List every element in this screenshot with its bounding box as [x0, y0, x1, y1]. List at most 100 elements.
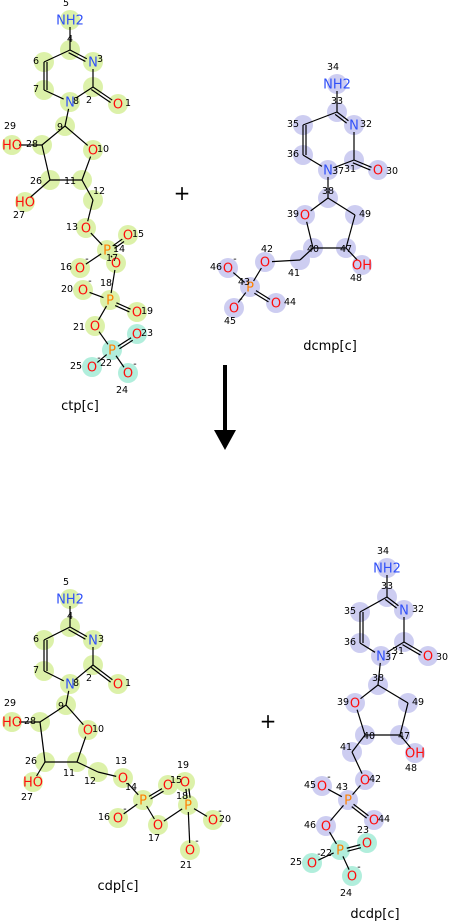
- cdp-bond-17-18: [163, 808, 183, 822]
- ctp-atom-1-symbol: O: [113, 98, 123, 113]
- bonds: [19, 27, 423, 870]
- dcmp-name: dcmp[c]: [303, 339, 357, 354]
- ctp-atom-14-symbol: P: [103, 244, 111, 259]
- ctp-atom-5-highlight: [60, 10, 80, 30]
- ctp-atom-23-symbol: O: [132, 328, 142, 343]
- dcmp-bond-42-43: [253, 267, 262, 282]
- cdp-bond-28-9: [39, 704, 67, 723]
- dcdp-atom-24-highlight: [342, 866, 362, 886]
- dcdp-bond-22-24: [342, 856, 350, 870]
- dcmp-atom-32-number: 32: [360, 119, 372, 130]
- ctp-atom-9-number: 9: [57, 122, 63, 133]
- ctp-bond-14-17: [110, 255, 113, 258]
- dcdp-atom-43-symbol: P: [344, 794, 352, 809]
- ctp-bond-22-23: [117, 337, 132, 347]
- dcmp-bond-39-40: [306, 221, 314, 249]
- cdp-atom-14-symbol: P: [139, 794, 147, 809]
- dcmp-atom-30-symbol: O: [373, 164, 383, 179]
- cdp-bond-11-12: [76, 761, 99, 773]
- cdp-atom-29-symbol: HO: [2, 716, 22, 731]
- dcmp-atom-44-highlight: [266, 293, 286, 313]
- cdp-bond-13-14: [127, 782, 139, 796]
- ctp-bond-4-3: [69, 49, 88, 60]
- dcmp-atom-43-symbol: P: [246, 281, 254, 296]
- cdp-atom-3-highlight: [83, 630, 103, 650]
- dcdp-bond-41-42: [351, 751, 363, 774]
- ctp-atom-21-symbol: O: [90, 320, 100, 335]
- ctp-bond-9-10: [64, 125, 89, 146]
- ctp-bond-8-9: [64, 108, 70, 127]
- cdp-bond-18-19: [185, 788, 188, 799]
- dcdp-bond-43-45: [327, 788, 343, 798]
- ctp-atom-20-symbol: O: [78, 284, 88, 299]
- dcdp-atom-40-number: 40: [363, 731, 375, 742]
- ctp-atom-13-number: 13: [66, 222, 78, 233]
- dcmp-bond-37-36: [302, 154, 323, 167]
- cdp-atom-13-number: 13: [115, 756, 127, 767]
- cdp-atom-20-charge: -: [218, 806, 221, 817]
- dcmp-atom-37-number: 37: [332, 166, 344, 177]
- dcdp-atom-25-charge: -: [317, 849, 320, 860]
- cdp-atom-14-number: 14: [125, 782, 137, 793]
- cdp-atom-11-number: 11: [63, 768, 75, 779]
- cdp-bond-26-28: [39, 721, 46, 763]
- dcmp-atom-45-number: 45: [224, 316, 236, 327]
- dcmp-atom-49-number: 49: [359, 209, 371, 220]
- cdp-bond-8-9: [65, 690, 70, 706]
- dcdp-atom-22-highlight: [330, 840, 350, 860]
- dcdp-bond-35-33: [359, 596, 388, 613]
- ctp-bond-6-4: [43, 49, 71, 63]
- dcdp-atom-22-symbol: P: [336, 844, 344, 859]
- dcdp-bond-22-23-double: [347, 847, 362, 852]
- ctp-atom-27-number: 27: [13, 210, 25, 221]
- cdp-atom-16-symbol: O: [113, 812, 123, 827]
- ctp-atom-29-symbol: HO: [2, 139, 22, 154]
- ctp-molecule: [19, 27, 134, 368]
- dcmp-atom-36-number: 36: [287, 149, 299, 160]
- dcdp-atom-23-number: 23: [357, 825, 369, 836]
- cdp-atom-17-symbol: O: [153, 819, 163, 834]
- ctp-atom-29-number: 29: [4, 121, 16, 132]
- dcmp-atom-40-number: 40: [307, 244, 319, 255]
- dcmp-bond-38-39: [310, 197, 329, 212]
- dcmp-bond-43-46: [232, 272, 246, 283]
- dcmp-bond-31-30-double: [352, 162, 371, 171]
- dcdp-atom-48-highlight: [405, 743, 425, 763]
- ctp-atom-16-number: 16: [60, 262, 72, 273]
- dcdp-molecule: [318, 575, 423, 870]
- ctp-bond-13-14: [90, 232, 103, 246]
- cdp-atom-19-highlight: [175, 772, 195, 792]
- cdp-atom-21-symbol: O: [185, 844, 195, 859]
- cdp-atom-19-number: 19: [177, 760, 189, 771]
- ctp-atom-25-charge: -: [97, 353, 100, 364]
- ctp-bond-12-13: [87, 199, 94, 222]
- ctp-atom-19-highlight: [127, 302, 147, 322]
- ctp-atom-17-symbol: O: [111, 257, 121, 272]
- cdp-atom-20-symbol: O: [208, 814, 218, 829]
- dcdp-bond-40-41: [351, 734, 366, 753]
- dcdp-atom-30-highlight: [418, 646, 438, 666]
- cdp-atom-8-symbol: N: [65, 678, 75, 693]
- ctp-atom-2-number: 2: [86, 95, 92, 106]
- dcmp-bond-33-32: [336, 111, 349, 122]
- ctp-bond-22-25: [96, 354, 108, 363]
- dcdp-bond-43-44-double: [351, 806, 367, 819]
- ctp-atom-10-number: 10: [97, 144, 109, 155]
- ctp-bond-4-3-double: [68, 52, 86, 62]
- cdp-atom-19-symbol: O: [180, 776, 190, 791]
- ctp-atom-8-highlight: [60, 92, 80, 112]
- cdp-atom-16-highlight: [108, 808, 128, 828]
- ctp-bond-22-23-double: [119, 339, 134, 350]
- dcdp-atom-25-number: 25: [290, 857, 302, 868]
- dcdp-atom-42-symbol: O: [360, 774, 370, 789]
- dcmp-atom-42-number: 42: [261, 244, 273, 255]
- ctp-atom-12-number: 12: [93, 186, 105, 197]
- ctp-atom-21-highlight: [85, 316, 105, 336]
- dcdp-atom-22-number: 22: [320, 848, 332, 859]
- cdp-bond-9-10: [65, 704, 84, 726]
- plus-sign-1: +: [174, 181, 191, 205]
- dcdp-atom-23-highlight: [357, 833, 377, 853]
- ctp-atom-23-number: 23: [141, 328, 153, 339]
- cdp-atom-16-number: 16: [98, 812, 110, 823]
